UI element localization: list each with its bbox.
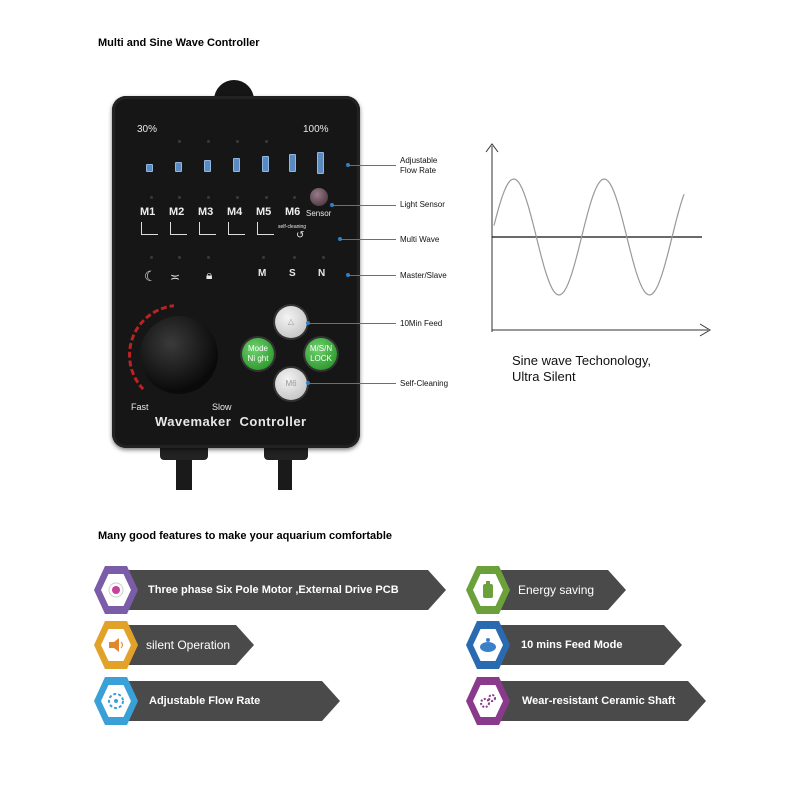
- sine-curve: [493, 178, 685, 296]
- return-arrow-icon: ↺: [296, 230, 305, 241]
- feature-energy: Energy saving: [466, 566, 626, 614]
- fast-label: Fast: [131, 402, 149, 412]
- brand-label: Wavemaker Controller: [155, 414, 307, 429]
- flow-led-6: [289, 154, 296, 172]
- fish-food-icon: [480, 638, 496, 652]
- fish-icon: ≍: [170, 270, 181, 284]
- gear-icon: [480, 694, 496, 708]
- night-button-label: Ni ght: [247, 354, 269, 363]
- slave-label: S: [289, 268, 296, 279]
- msn-button-label: M/S/N: [309, 344, 333, 353]
- motor-icon: [108, 582, 124, 598]
- flow-max-label: 100%: [303, 124, 329, 135]
- flow-icon: [108, 693, 124, 709]
- mode-label-m6: M6: [285, 206, 301, 218]
- light-sensor-icon: [310, 188, 328, 206]
- graph-x-arrow: [699, 323, 711, 337]
- mode-label-m3: M3: [198, 206, 214, 218]
- feature-label: Wear-resistant Ceramic Shaft: [522, 695, 676, 707]
- flow-led-3: [204, 160, 211, 172]
- flow-led-2: [175, 162, 182, 172]
- wave-ramp-icon: [199, 222, 216, 235]
- battery-icon: [483, 581, 493, 598]
- feed-triangle-icon: △: [287, 317, 295, 326]
- flow-led-1: [146, 164, 153, 172]
- master-label: M: [258, 268, 267, 279]
- flow-led-5: [262, 156, 269, 172]
- feature-motor: Three phase Six Pole Motor ,External Dri…: [94, 566, 446, 614]
- mode-label-m4: M4: [227, 206, 243, 218]
- feature-label: silent Operation: [146, 638, 231, 652]
- sine-caption: Sine wave Techonology,Ultra Silent: [512, 353, 652, 384]
- mode-label-m5: M5: [256, 206, 272, 218]
- callout-self-cleaning: Self-Cleaning: [400, 379, 449, 388]
- flow-min-label: 30%: [137, 124, 158, 135]
- page-title: Multi and Sine Wave Controller: [98, 37, 260, 49]
- graph-y-arrow: [485, 143, 499, 153]
- feature-ceramic-shaft: Wear-resistant Ceramic Shaft: [466, 677, 706, 725]
- features-heading: Many good features to make your aquarium…: [98, 530, 393, 542]
- feature-label: Three phase Six Pole Motor ,External Dri…: [148, 584, 399, 596]
- slow-label: Slow: [212, 402, 232, 412]
- callout-feed: 10Min Feed: [400, 319, 443, 328]
- feature-feed-mode: 10 mins Feed Mode: [466, 621, 682, 669]
- callout-master-slave: Master/Slave: [400, 271, 447, 280]
- m6-button[interactable]: M6: [275, 368, 307, 400]
- feature-silent: silent Operation: [94, 621, 254, 669]
- feed-button[interactable]: △: [275, 306, 307, 338]
- m6-button-label: M6: [285, 379, 297, 388]
- moon-icon: ☾: [144, 268, 157, 284]
- feature-flow: Adjustable Flow Rate: [94, 677, 340, 725]
- self-cleaning-small-label: self-cleaning: [278, 224, 307, 230]
- feature-label: Adjustable Flow Rate: [149, 695, 261, 707]
- lock-button-label: LOCK: [310, 354, 332, 363]
- mode-label-m1: M1: [140, 206, 156, 218]
- callout-light-sensor: Light Sensor: [400, 200, 445, 209]
- wave-tide-icon: [257, 222, 274, 235]
- mode-button-label: Mode: [247, 344, 268, 353]
- sine-wave-graph: [485, 143, 711, 337]
- flow-led-7: [317, 152, 324, 174]
- wave-random-icon: [228, 222, 245, 235]
- mode-label-m2: M2: [169, 206, 185, 218]
- speaker-icon: [109, 638, 123, 652]
- callout-multi-wave: Multi Wave: [400, 235, 440, 244]
- feature-label: Energy saving: [518, 583, 595, 597]
- feature-label: 10 mins Feed Mode: [521, 639, 623, 651]
- flow-led-4: [233, 158, 240, 172]
- wave-constant-icon: [141, 222, 158, 235]
- speed-dial[interactable]: [140, 316, 218, 394]
- normal-label: N: [318, 268, 326, 279]
- lock-icon: 🔒︎: [206, 268, 213, 282]
- sensor-label: Sensor: [306, 209, 332, 218]
- wave-pulse-icon: [170, 222, 187, 235]
